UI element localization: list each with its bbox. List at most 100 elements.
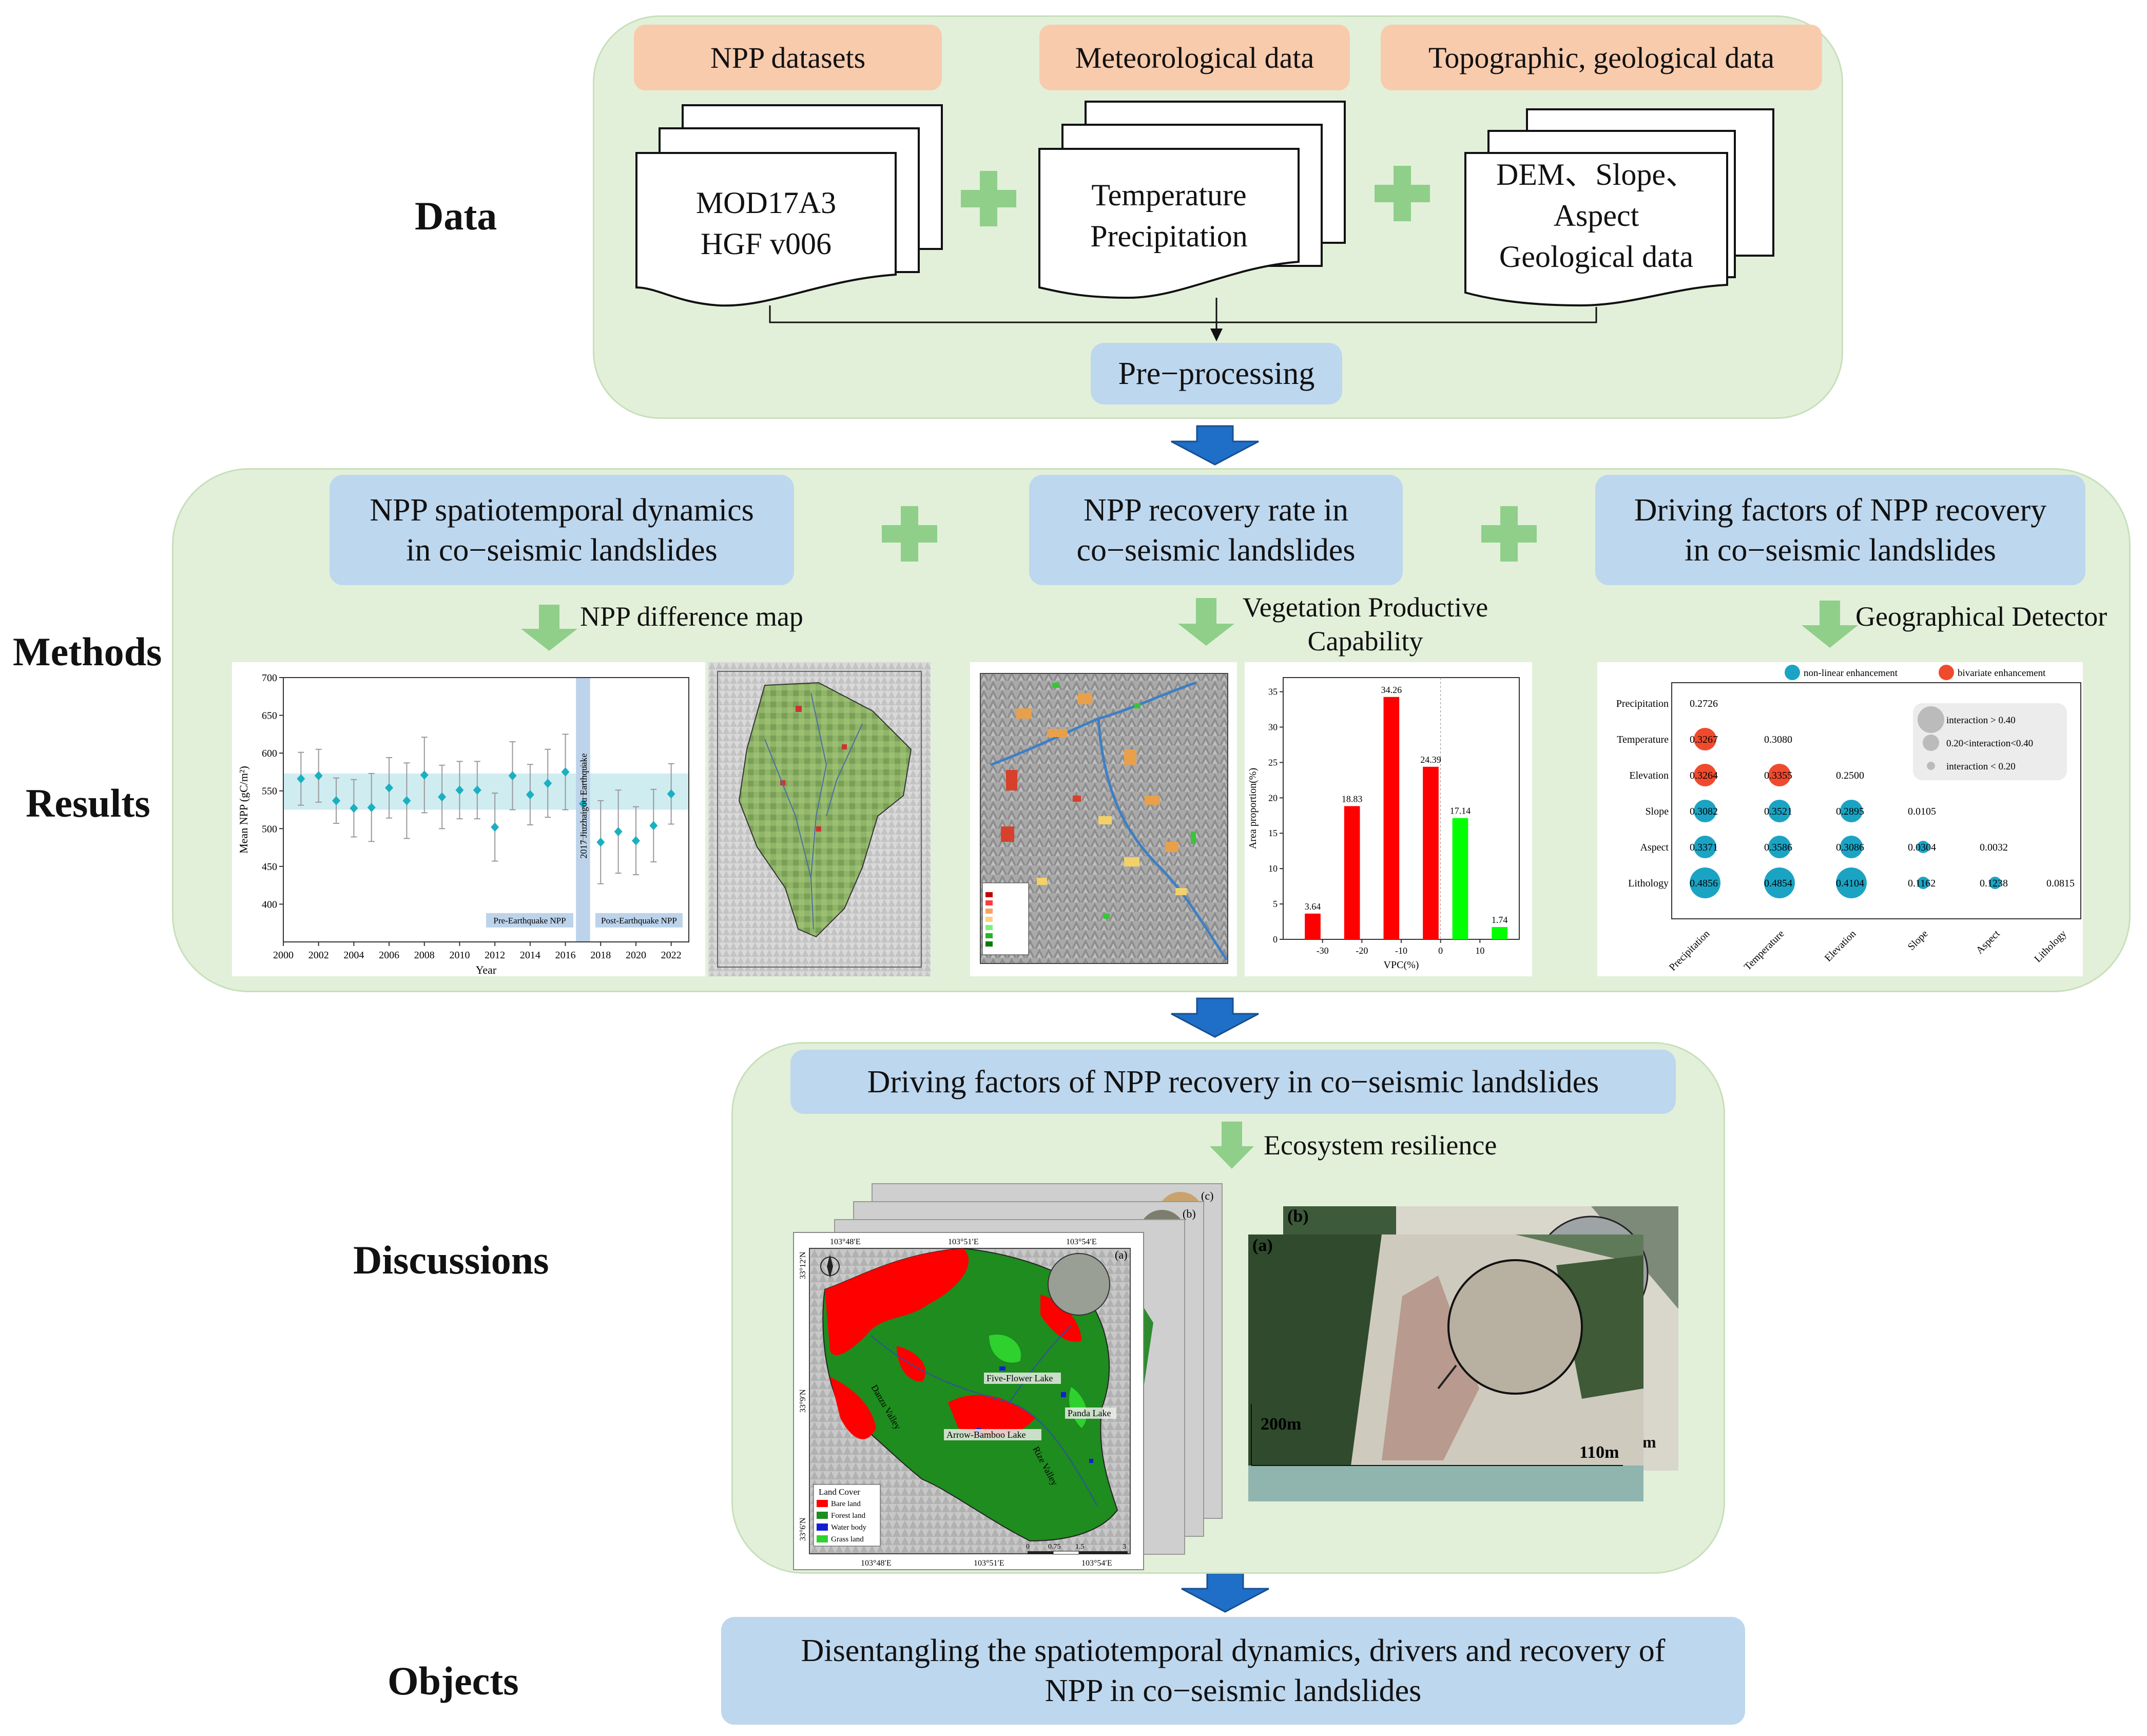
plus-icons — [961, 166, 1430, 226]
cell-value: 0.0815 — [2046, 878, 2075, 889]
cell-value: 0.3371 — [1690, 842, 1718, 853]
x-tick-label: 2014 — [520, 950, 540, 961]
y-axis-label: Mean NPP (gC/m²) — [237, 766, 250, 854]
doc1-line2: HGF v006 — [700, 227, 832, 261]
data-point — [367, 803, 376, 813]
x-tick-label: 2012 — [485, 950, 505, 961]
y-tick-label: 400 — [262, 899, 277, 910]
label-five-flower-lake: Five-Flower Lake — [987, 1373, 1053, 1383]
legend-grass-land: Grass land — [831, 1535, 864, 1544]
photo-b-label: (b) — [1287, 1207, 1309, 1226]
size-legend-swatch — [1918, 706, 1944, 733]
plot-frame — [1283, 677, 1520, 940]
north-arrow-icon — [820, 1255, 840, 1278]
cell-value: 0.1162 — [1908, 878, 1936, 889]
y-tick-label: 650 — [262, 710, 277, 722]
x-axis-label: Year — [476, 963, 497, 976]
data-documents-svg — [635, 101, 1774, 341]
cell-value: 0.3267 — [1690, 734, 1718, 745]
x-tick-label: 2016 — [555, 950, 576, 961]
scale-bar: 0 0.75 1.5 3 — [1026, 1543, 1128, 1555]
method-box1-line2: in co−seismic landslides — [406, 532, 718, 568]
lon-top-1: 103°48′E — [830, 1238, 861, 1246]
label-data: Data — [415, 194, 497, 238]
doc2-line1: Temperature — [1091, 178, 1247, 212]
row-label: Lithology — [1628, 878, 1669, 889]
col-label: Elevation — [1823, 928, 1859, 964]
nonlinear-bubble — [1989, 877, 2001, 889]
npp-difference-map-svg — [708, 662, 931, 976]
col-label: Lithology — [2032, 928, 2068, 965]
row-label: Aspect — [1640, 842, 1669, 853]
size-legend-swatch — [1923, 735, 1939, 751]
data-point — [314, 771, 323, 781]
row-label: Slope — [1645, 806, 1669, 817]
photo-a-dim-width: 110m — [1579, 1443, 1619, 1462]
cell-value: 0.3521 — [1764, 806, 1792, 817]
y-tick-label: 450 — [262, 861, 277, 873]
bar-value-label: 34.26 — [1381, 685, 1402, 695]
flow-arrow-3 — [1181, 1572, 1269, 1613]
npp-difference-map — [708, 662, 931, 976]
y-tick-label: 700 — [262, 672, 277, 684]
size-legend-label: interaction < 0.20 — [1946, 761, 2016, 772]
data-point — [631, 836, 640, 845]
x-tick-label: -10 — [1395, 946, 1407, 956]
cell-value: 0.3086 — [1836, 842, 1864, 853]
label-discussions: Discussions — [353, 1238, 549, 1282]
step-npp-difference-map: NPP difference map — [580, 601, 803, 632]
data-point — [561, 767, 570, 777]
lon-bottom-2: 103°51′E — [974, 1559, 1004, 1568]
data-point — [508, 771, 517, 781]
objective-box: Disentangling the spatiotemporal dynamic… — [721, 1617, 1745, 1725]
header-topographic-geological-data: Topographic, geological data — [1381, 25, 1822, 90]
doc3-line1: DEM、Slope、 — [1496, 158, 1696, 191]
row-label: Temperature — [1617, 734, 1669, 745]
x-tick-label: 2020 — [626, 950, 646, 961]
land-cover-map-a: (a) Five-Flower Lake Panda Lake Arrow-Ba… — [793, 1232, 1144, 1570]
bar — [1423, 766, 1439, 939]
doc1-line1: MOD17A3 — [695, 186, 837, 220]
row-label: Elevation — [1629, 770, 1669, 781]
flow-arrow-1 — [1171, 425, 1259, 466]
nonlinear-bubble — [1764, 867, 1795, 898]
method-plus-icons — [882, 506, 1537, 562]
pre-earthquake-label-bg — [486, 913, 573, 928]
cell-value: 0.2726 — [1690, 698, 1718, 709]
x-tick-label: 10 — [1475, 946, 1484, 956]
lat-left-3: 33°6′N — [799, 1517, 807, 1541]
cell-value: 0.4104 — [1836, 878, 1864, 889]
y-axis-label: Area proportion(%) — [1247, 768, 1259, 849]
y-tick-label: 30 — [1268, 722, 1278, 732]
label-panda-lake: Panda Lake — [1068, 1408, 1111, 1418]
doc-topographic: DEM、Slope、 Aspect Geological data — [1465, 154, 1727, 277]
size-legend-swatch — [1927, 762, 1935, 770]
y-tick-label: 10 — [1268, 863, 1278, 874]
landslide-photo-a: (a) 200m 110m — [1248, 1235, 1643, 1501]
data-point — [491, 822, 499, 832]
method-box2-line1: NPP recovery rate in — [1084, 492, 1348, 528]
label-arrow-bamboo-lake: Arrow-Bamboo Lake — [946, 1430, 1026, 1440]
data-point — [614, 827, 623, 837]
nonlinear-bubble — [1840, 836, 1863, 858]
y-tick-label: 35 — [1268, 687, 1278, 697]
x-tick-label: 0 — [1438, 946, 1443, 956]
legend-bivariate-label: bivariate enhancement — [1958, 668, 2046, 679]
legend-forest-land: Forest land — [831, 1512, 866, 1520]
earthquake-label: 2017 Jiuzhaigou Earthquake — [578, 754, 589, 859]
step-ecosystem-resilience: Ecosystem resilience — [1264, 1130, 1497, 1161]
y-tick-label: 20 — [1268, 793, 1278, 803]
x-tick-label: 2002 — [308, 950, 329, 961]
x-tick-label: 2000 — [273, 950, 294, 961]
row-label: Precipitation — [1616, 698, 1669, 709]
bivariate-bubble — [1694, 764, 1716, 786]
